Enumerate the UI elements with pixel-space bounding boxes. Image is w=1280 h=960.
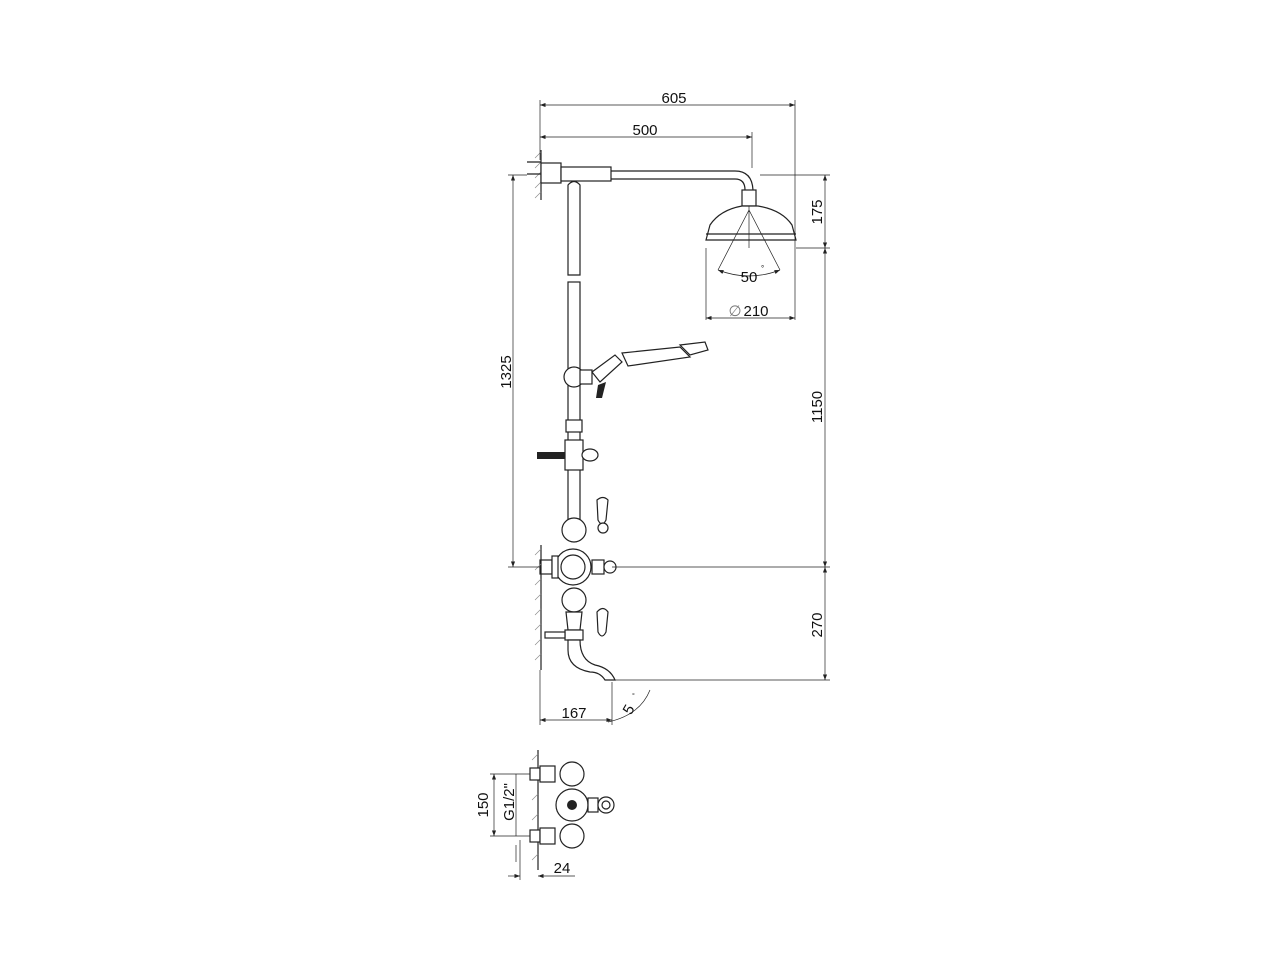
dim-1150: 1150 bbox=[809, 391, 826, 423]
dim-spray-angle: 50 bbox=[741, 269, 758, 286]
dim-spout-angle: 5 bbox=[620, 702, 639, 718]
diameter-symbol: ∅ bbox=[728, 303, 741, 320]
dim-605: 605 bbox=[661, 90, 686, 107]
dim-210: 210 bbox=[743, 303, 768, 320]
diverter bbox=[537, 439, 599, 471]
dim-150: 150 bbox=[475, 792, 492, 817]
dim-thread: G1/2" bbox=[501, 783, 518, 821]
thermostatic-mixer bbox=[539, 496, 617, 681]
dim-175: 175 bbox=[809, 199, 826, 224]
degree-symbol-spout: ° bbox=[632, 692, 635, 700]
degree-symbol: ° bbox=[761, 264, 764, 273]
dim-270: 270 bbox=[809, 612, 826, 637]
dim-167: 167 bbox=[561, 705, 586, 722]
dim-1325: 1325 bbox=[498, 355, 515, 388]
dimension-lines bbox=[508, 100, 830, 725]
wall-mid bbox=[534, 545, 542, 670]
hand-shower bbox=[563, 341, 709, 398]
riser-pipe bbox=[565, 180, 583, 531]
dim-500: 500 bbox=[632, 122, 657, 139]
dim-24: 24 bbox=[554, 860, 571, 877]
overhead-shower bbox=[527, 161, 797, 277]
plan-view bbox=[490, 750, 615, 880]
